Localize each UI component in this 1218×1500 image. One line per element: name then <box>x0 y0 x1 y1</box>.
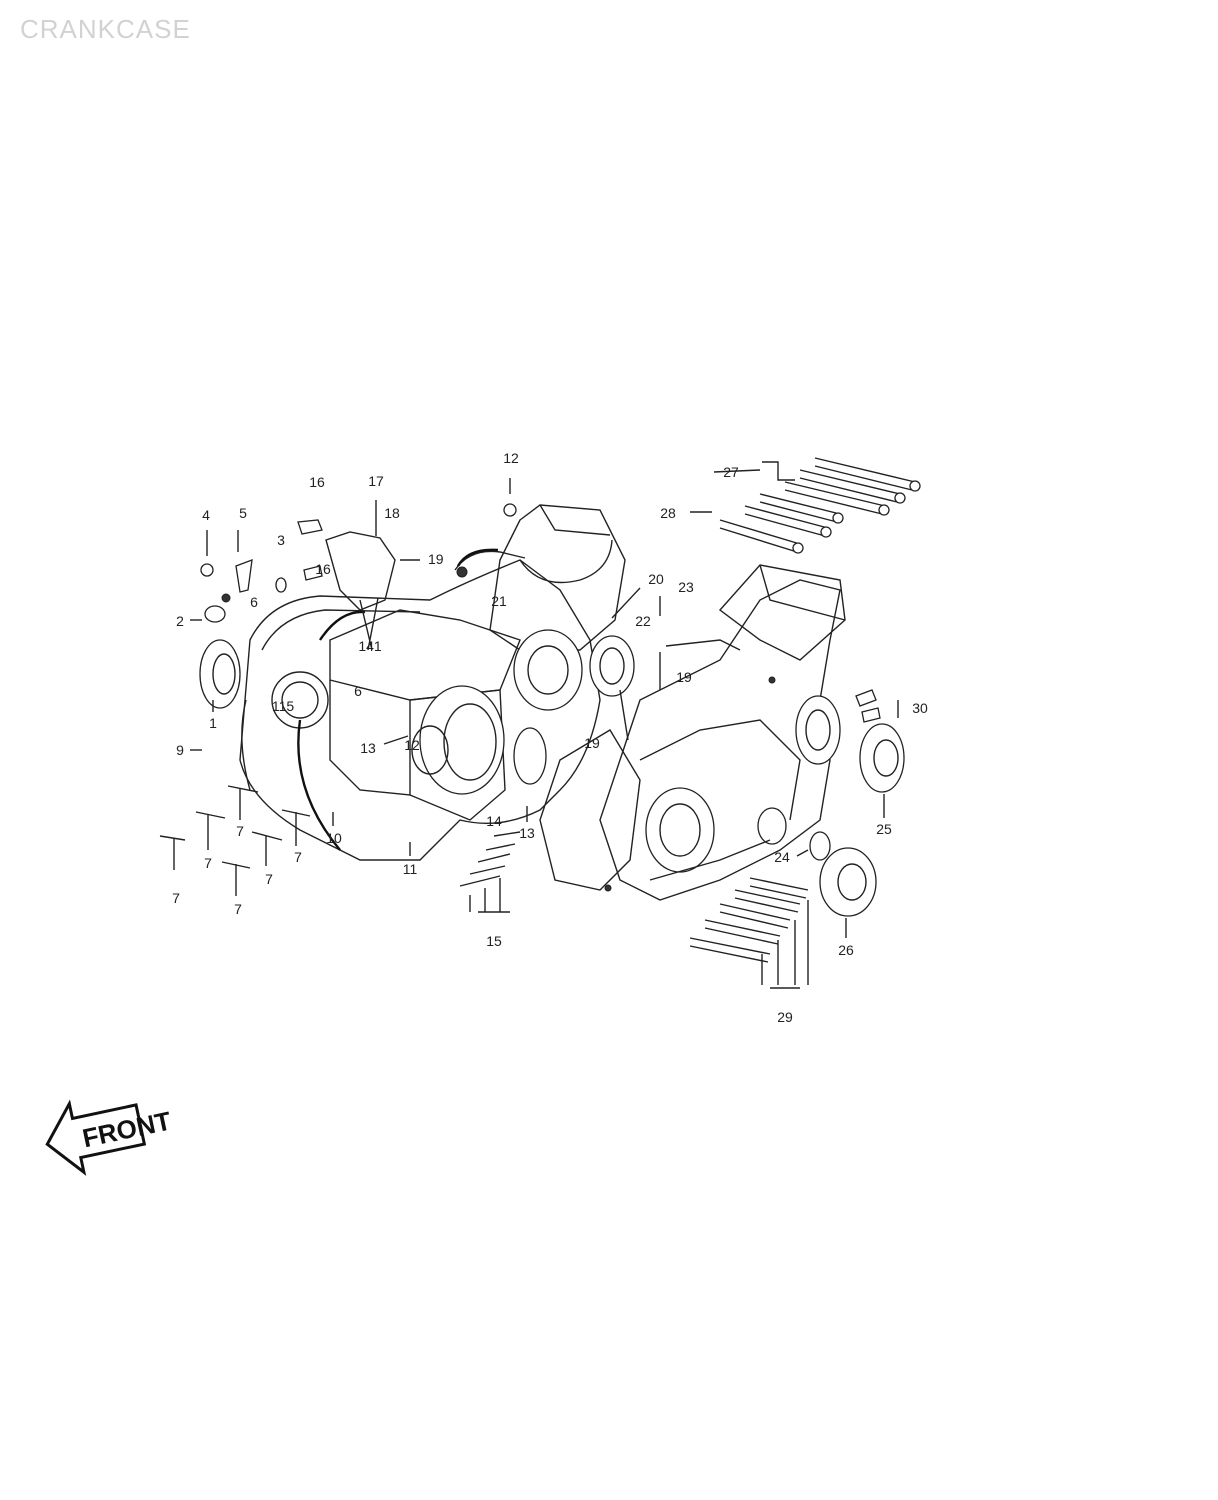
callout-13a: 13 <box>360 740 376 756</box>
callout-12b: 12 <box>404 737 420 753</box>
callout-6b: 6 <box>354 683 362 699</box>
front-arrow-shape <box>45 1099 147 1176</box>
callout-19c: 19 <box>676 669 692 685</box>
callout-29: 29 <box>777 1009 793 1025</box>
bearings <box>199 639 905 917</box>
front-direction-arrow: FRONT <box>45 1099 174 1176</box>
callout-28: 28 <box>660 505 676 521</box>
long-bolts-upper <box>690 457 921 554</box>
callout-labels: 12 16 17 18 19 4 5 3 16 6 2 141 115 6 1 … <box>172 450 928 1025</box>
callout-141: 141 <box>358 638 382 654</box>
callout-21: 21 <box>491 593 507 609</box>
left-crankcase-half <box>239 548 601 861</box>
callout-19a: 19 <box>428 551 444 567</box>
callout-13b: 13 <box>519 825 535 841</box>
callout-30: 30 <box>912 700 928 716</box>
callout-2: 2 <box>176 613 184 629</box>
callout-7f: 7 <box>234 901 242 917</box>
callout-1a: 1 <box>209 715 217 731</box>
callout-4: 4 <box>202 507 210 523</box>
callout-10: 10 <box>326 830 342 846</box>
callout-7d: 7 <box>265 871 273 887</box>
long-bolts-lower <box>689 877 809 989</box>
callout-7e: 7 <box>294 849 302 865</box>
callout-11: 11 <box>403 861 418 877</box>
callout-14: 14 <box>486 813 502 829</box>
callout-20: 20 <box>648 571 664 587</box>
right-crankcase-half <box>599 564 846 901</box>
callout-5: 5 <box>239 505 247 521</box>
callout-23: 23 <box>678 579 694 595</box>
callout-115: 115 <box>272 698 295 714</box>
callout-27: 27 <box>723 464 739 480</box>
callout-15: 15 <box>486 933 502 949</box>
callout-3: 3 <box>277 532 285 548</box>
small-parts-upper-left <box>200 500 420 651</box>
callout-7a: 7 <box>172 890 180 906</box>
small-bolts-7 <box>159 785 311 896</box>
callout-25: 25 <box>876 821 892 837</box>
leader-lines <box>190 469 885 938</box>
studs-14-15 <box>459 831 521 913</box>
callout-6a: 6 <box>250 594 258 610</box>
callout-7b: 7 <box>204 855 212 871</box>
callout-9: 9 <box>176 742 184 758</box>
callout-16a: 16 <box>309 474 325 490</box>
page-title: CRANKCASE <box>20 14 191 44</box>
callout-12a: 12 <box>503 450 519 466</box>
small-parts-right <box>619 639 899 741</box>
callout-7c: 7 <box>236 823 244 839</box>
callout-24: 24 <box>774 849 790 865</box>
callout-26: 26 <box>838 942 854 958</box>
callout-22: 22 <box>635 613 651 629</box>
callout-18: 18 <box>384 505 400 521</box>
callout-16b: 16 <box>315 561 331 577</box>
callout-19b: 19 <box>584 735 600 751</box>
center-cylinder-block <box>489 504 641 891</box>
callout-17: 17 <box>368 473 384 489</box>
